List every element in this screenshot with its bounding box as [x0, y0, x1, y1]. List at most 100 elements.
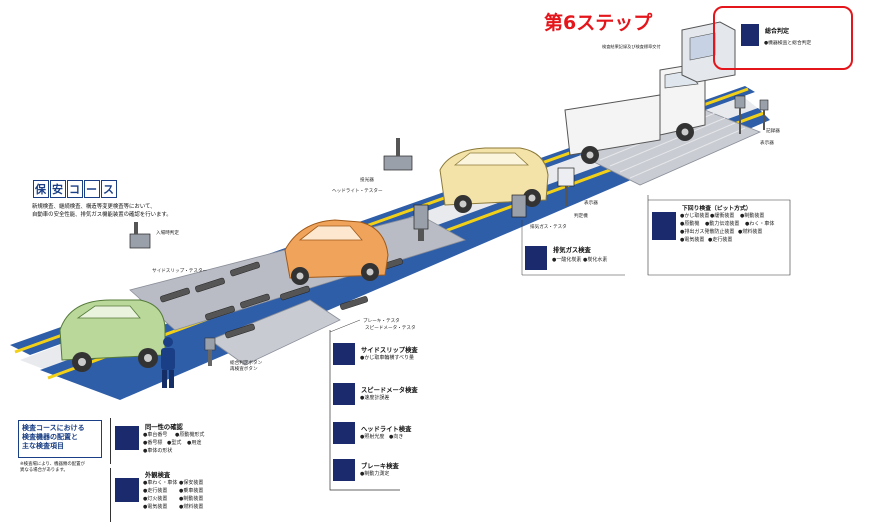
exterior-item: ●車わく・車体 [143, 480, 178, 486]
judge-label: 判定機 [574, 214, 588, 219]
emission-leader [521, 220, 625, 276]
judge-board [557, 167, 575, 206]
haiki-title: 排気ガス検査 [553, 247, 591, 254]
sogo-document-icon [741, 24, 759, 46]
identity-item: ●型式 [167, 440, 182, 446]
exterior-item: ●燃料装置 [179, 504, 204, 510]
inspector-figure [161, 337, 175, 388]
brake-leader-line [329, 330, 400, 491]
pit-display-label: 表示器 [760, 141, 774, 146]
car-orange [284, 219, 389, 285]
course-title: 保安コース [33, 180, 118, 198]
legend-box [18, 420, 102, 458]
headlight-item: ●向き [389, 434, 404, 440]
legend-title-line: 主な検査項目 [22, 442, 64, 451]
exterior-title: 外観検査 [145, 472, 171, 479]
speed-title: スピードメータ検査 [361, 387, 418, 394]
haiki-item: ●炭化水素 [583, 257, 608, 263]
haiki-panel: 排気ガス検査 ●一酸化炭素 ●炭化水素 [525, 242, 635, 276]
shitamawari-item: ●走行装置 [708, 237, 733, 243]
headlight-panel: ヘッドライト検査 ●照射光度 ●向き [333, 420, 453, 450]
course-description-line: 新規検査、継続検査、構造等変更検査等において、 [32, 204, 156, 210]
legend-title: 検査コースにおける 検査機器の配置と 主な検査項目 [22, 424, 85, 452]
projector-device [383, 138, 413, 171]
sideslip-panel: サイドスリップ検査 ●かじ取車輪横すべり量 [333, 341, 453, 371]
legend-title-line: 検査コースにおける [22, 424, 85, 432]
exterior-item: ●保安装置 [179, 480, 204, 486]
course-title-char: ー [84, 180, 100, 198]
pit-panel-leader [647, 195, 791, 276]
exterior-car-icon [115, 478, 139, 502]
truck-white [564, 64, 706, 164]
identity-item: ●原動機形式 [175, 432, 205, 438]
entry-printer-label: 入場時判定 [156, 231, 179, 236]
headlight-icon [333, 422, 355, 444]
car-green [59, 299, 166, 372]
shitamawari-item: ●動力伝達装置 [705, 221, 740, 227]
judge-button-label: 総合判定ボタン [230, 361, 263, 366]
sideslip-item: ●かじ取車輪横すべり量 [360, 355, 415, 361]
shitamawari-item: ●制動装置 [740, 213, 765, 219]
speed-tester-label: スピードメータ・テスタ [365, 326, 416, 331]
course-title-char: ス [101, 180, 117, 198]
course-title-char: 安 [50, 180, 66, 198]
shitamawari-title: 下回り検査（ピット方式） [682, 206, 752, 212]
shitamawari-item: ●電気装置 [680, 237, 705, 243]
legend-note-line: 異なる場合があります。 [20, 468, 68, 473]
entry-printer [129, 222, 151, 249]
emission-label: 排気ガス・テスタ [530, 225, 567, 230]
exterior-item: ●走行装置 [143, 488, 168, 494]
speed-item: ●速度計誤差 [360, 395, 390, 401]
brake-pit-area [209, 299, 341, 366]
sogo-panel: 総合判定 ●機器検査と総合判定 [737, 20, 837, 58]
shitamawari-item: ●かじ取装置 [680, 213, 710, 219]
identity-item: ●番号標 [143, 440, 163, 446]
legend-note-line: ※検査場により、機器類の配置が [20, 462, 85, 467]
brake-item: ●制動力測定 [360, 471, 390, 477]
brake-tester-label: ブレーキ・テスタ [363, 319, 400, 324]
projector-label: 投光器 [360, 178, 374, 183]
shitamawari-pit-icon [652, 212, 676, 240]
course-description-line: 自動車の安全性能、排気ガス機能装置の確認を行います。 [32, 212, 172, 218]
shitamawari-item: ●原動機 [680, 221, 700, 227]
recorder-label: 記録器 [766, 129, 780, 134]
shitamawari-item: ●排出ガス発散防止装置 [680, 229, 735, 235]
retest-button-label: 再検査ボタン [230, 367, 258, 372]
course-description: 新規検査、継続検査、構造等変更検査等において、 自動車の安全性能、排気ガス機能装… [32, 203, 172, 219]
sideslip-label: サイドスリップ・テスター [152, 269, 208, 274]
exterior-panel: 外観検査 ●車わく・車体 ●保安装置 ●走行装置 ●乗車装置 ●灯火装置 ●制動… [110, 468, 221, 522]
exterior-item: ●灯火装置 [143, 496, 168, 502]
legend-title-line: 検査機器の配置と [22, 433, 78, 442]
exhaust-icon [525, 246, 547, 270]
sideslip-title: サイドスリップ検査 [361, 347, 418, 354]
identity-item: ●車体の形状 [143, 448, 173, 454]
step-title: 第6ステップ [544, 12, 653, 34]
brake-title: ブレーキ検査 [361, 463, 399, 470]
haiki-item: ●一酸化炭素 [552, 257, 582, 263]
sogo-item: ●機器検査と総合判定 [764, 41, 812, 46]
step-highlight-frame [713, 6, 853, 70]
inspector-panel-label: 表示器 [584, 201, 598, 206]
headlight-title: ヘッドライト検査 [361, 426, 412, 433]
judgement-button-stand [204, 337, 216, 366]
brake-icon [333, 459, 355, 481]
identity-item: ●車台番号 [143, 432, 168, 438]
shitamawari-item: ●わく・車体 [745, 221, 775, 227]
sideslip-leader [329, 319, 361, 333]
course-title-char: 保 [33, 180, 49, 198]
headlight-label: ヘッドライト・テスター [332, 189, 383, 194]
identity-title: 同一性の確認 [145, 424, 183, 431]
exterior-item: ●電気装置 [143, 504, 168, 510]
identity-car-icon [115, 426, 139, 450]
shitamawari-item: ●緩衝装置 [710, 213, 735, 219]
speed-panel: スピードメータ検査 ●速度計誤差 [333, 381, 453, 411]
sideslip-icon [333, 343, 355, 365]
headlight-item: ●照射光度 [360, 434, 385, 440]
legend-note: ※検査場により、機器類の配置が 異なる場合があります。 [20, 462, 85, 474]
headlight-tester [413, 204, 429, 241]
exterior-item: ●制動装置 [179, 496, 204, 502]
shitamawari-panel: 下回り検査（ピット方式） ●かじ取装置 ●緩衝装置 ●制動装置 ●原動機 ●動力… [650, 200, 790, 272]
emission-tester [511, 194, 527, 218]
identity-panel: 同一性の確認 ●車台番号 ●原動機形式 ●番号標 ●型式 ●用途 ●車体の形状 [110, 418, 221, 464]
